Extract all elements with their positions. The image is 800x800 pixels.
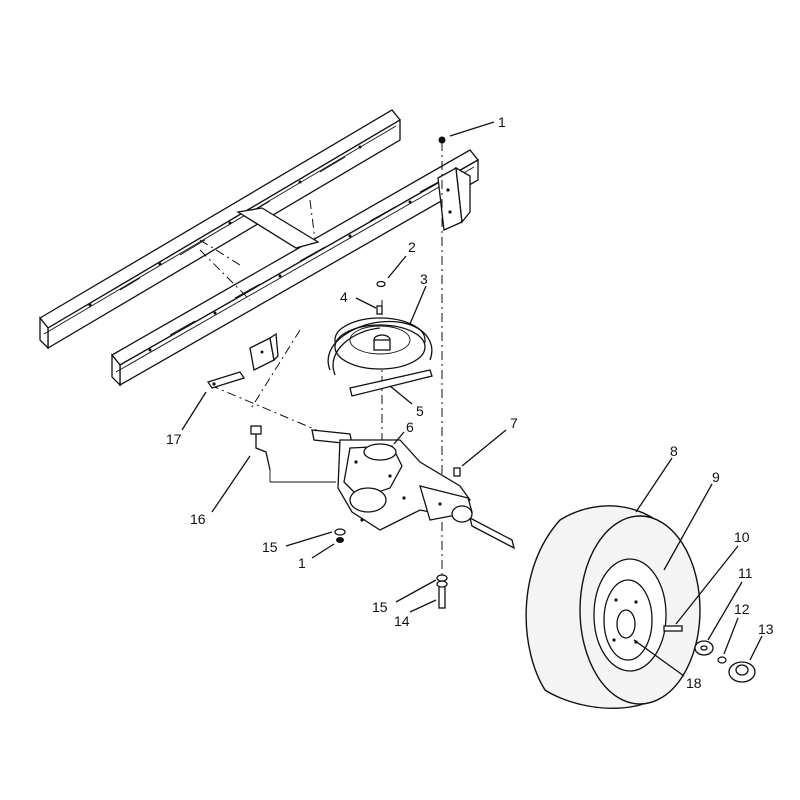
callout-12: 12 [734, 601, 750, 617]
nut-1b [336, 537, 344, 543]
bolt-14 [436, 580, 448, 609]
callout-17: 17 [166, 431, 182, 447]
frame-rail-front [111, 149, 479, 387]
callout-8: 8 [670, 443, 678, 459]
drive-pulley [334, 317, 426, 370]
callout-2: 2 [408, 239, 416, 255]
washer-15b [436, 574, 448, 582]
callout-10: 10 [734, 529, 750, 545]
callout-labels: 1 2 3 4 5 6 7 8 9 10 11 12 13 14 15 15 1… [166, 114, 774, 691]
callout-16: 16 [190, 511, 206, 527]
washer-15a [334, 528, 346, 536]
wheel-rim [593, 558, 667, 672]
callout-15-upper: 15 [262, 539, 278, 555]
control-rod [250, 425, 336, 483]
hub-cap [728, 661, 756, 683]
callout-1-lower: 1 [298, 555, 306, 571]
callout-14: 14 [394, 613, 410, 629]
transaxle [311, 429, 515, 550]
axle-key [663, 625, 683, 632]
axle-washer [694, 640, 714, 656]
callout-4: 4 [340, 289, 348, 305]
cross-member [199, 199, 320, 301]
bolt-7 [453, 467, 461, 477]
callout-9: 9 [712, 469, 720, 485]
callout-3: 3 [420, 271, 428, 287]
callout-18: 18 [686, 675, 702, 691]
leader-lines [181, 121, 763, 677]
callout-6: 6 [406, 419, 414, 435]
mounting-bracket-left [249, 332, 279, 371]
callout-13: 13 [758, 621, 774, 637]
shift-link [206, 371, 246, 389]
drive-belt [327, 320, 433, 397]
callout-11: 11 [738, 565, 753, 581]
callout-15-lower: 15 [372, 599, 388, 615]
callout-5: 5 [416, 403, 424, 419]
pulley-key [376, 280, 386, 288]
callout-7: 7 [510, 415, 518, 431]
bolt-top [438, 136, 446, 144]
retaining-ring [717, 656, 727, 664]
frame-rail-rear [39, 109, 401, 350]
pulley-setscrew [376, 305, 383, 315]
callout-1-top: 1 [498, 114, 506, 130]
mounting-bracket-right [437, 166, 471, 231]
